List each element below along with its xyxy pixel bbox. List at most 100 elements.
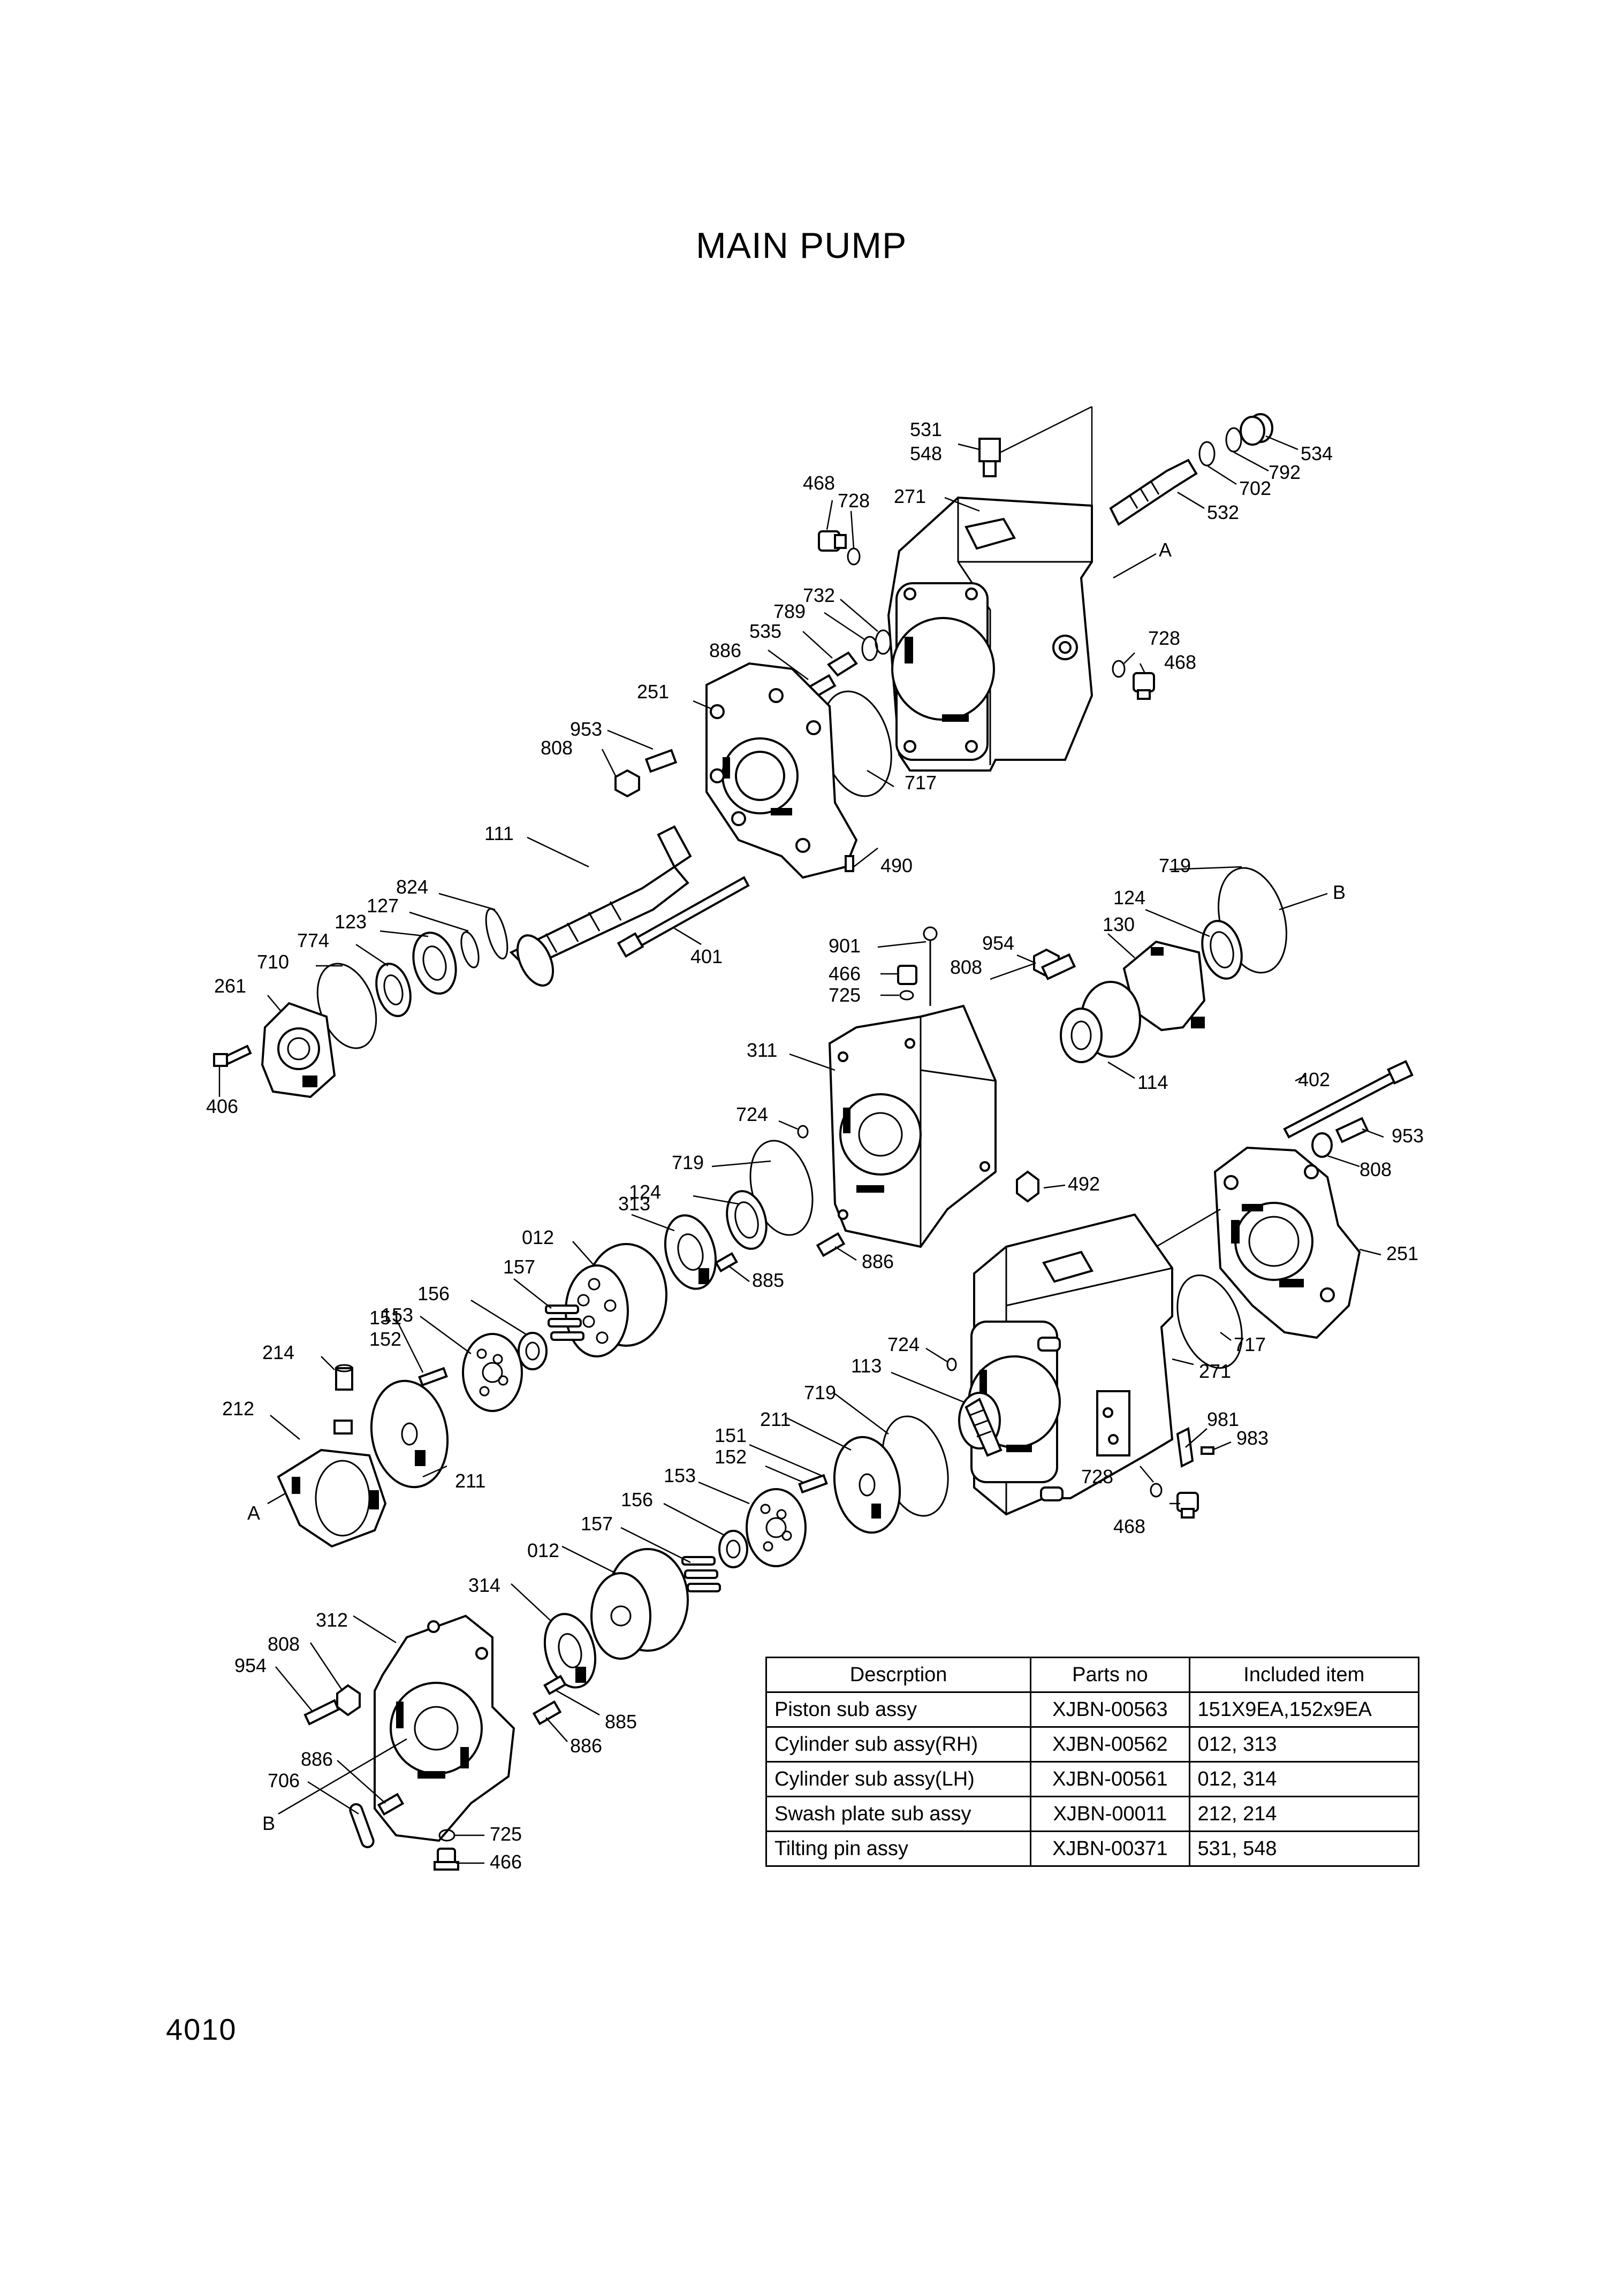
seal-cover-261: [261, 1002, 336, 1099]
callout: 402: [1298, 1069, 1330, 1090]
pin-151-152-mid: [418, 1367, 448, 1387]
bracket-981: [1176, 1427, 1194, 1468]
o-ring-724-lower: [946, 1357, 957, 1371]
page-number: 4010: [166, 2012, 237, 2046]
callout: 401: [690, 945, 723, 967]
eye-bolt-901: [923, 926, 938, 1006]
callout: 313: [618, 1193, 650, 1215]
o-ring-725-lower: [438, 1829, 455, 1842]
cell-included: 012, 314: [1188, 1761, 1420, 1797]
cell-description: Cylinder sub assy(RH): [765, 1726, 1032, 1763]
spool-532: [1109, 459, 1198, 526]
callout: 466: [490, 1851, 522, 1873]
callout: 468: [1113, 1515, 1145, 1537]
gear-114: [1060, 981, 1141, 1063]
cell-description: Piston sub assy: [765, 1691, 1032, 1728]
cell-included: 531, 548: [1188, 1830, 1420, 1867]
callout: 151: [369, 1307, 401, 1329]
callout: 732: [803, 584, 835, 606]
drive-shaft-111: [509, 825, 692, 987]
table-row: Piston sub assy XJBN-00563 151X9EA,152x9…: [765, 1691, 1420, 1728]
spacer-774: [375, 963, 412, 1017]
callout: 124: [1113, 887, 1145, 909]
plug-468-lower: [1176, 1492, 1199, 1519]
pin-885-lower: [543, 1674, 567, 1696]
callout: 271: [894, 485, 926, 507]
callout: 468: [1164, 651, 1196, 673]
swash-plate-211-mid: [370, 1379, 449, 1489]
callout: 728: [838, 490, 870, 512]
callout: 774: [297, 929, 329, 951]
o-ring-728-top: [847, 547, 861, 566]
callout: 152: [715, 1446, 747, 1468]
pin-490: [845, 855, 854, 872]
o-ring-725-mid: [899, 990, 914, 1001]
callout: 534: [1301, 443, 1333, 464]
callout: 719: [672, 1151, 704, 1173]
callout: 724: [736, 1103, 768, 1125]
stud-954-mid: [1041, 953, 1076, 980]
callout: 548: [910, 443, 942, 464]
tilting-pin-531-548: [978, 438, 1001, 477]
cell-description: Tilting pin assy: [765, 1830, 1032, 1867]
callout: 717: [905, 772, 937, 794]
bolt-401: [617, 876, 750, 958]
o-ring-706: [349, 1803, 375, 1849]
col-header-included-item: Included item: [1188, 1657, 1420, 1693]
callout: 130: [1103, 913, 1135, 935]
callout: 532: [1207, 501, 1239, 523]
callout: 468: [803, 472, 835, 494]
cell-description: Cylinder sub assy(LH): [765, 1761, 1032, 1797]
parts-table: Descrption Parts no Included item Piston…: [765, 1657, 1420, 1867]
table-header-row: Descrption Parts no Included item: [765, 1657, 1420, 1693]
callout: 251: [1386, 1242, 1418, 1264]
stud-953-top: [644, 749, 678, 773]
screw-983: [1201, 1446, 1214, 1455]
shoe-plate-153-lower: [746, 1488, 807, 1567]
callout: 808: [268, 1633, 300, 1655]
callout: A: [247, 1502, 260, 1524]
callout: 124: [629, 1181, 661, 1203]
callout: 114: [1137, 1071, 1168, 1093]
callout: 152: [369, 1328, 401, 1350]
spherical-bush-156-mid: [518, 1332, 548, 1370]
cylinder-block-012-lower: [590, 1548, 689, 1660]
cell-parts-no: XJBN-00563: [1030, 1691, 1190, 1728]
pin-886-lower-b: [377, 1792, 405, 1816]
callout: 886: [862, 1250, 894, 1272]
callout: 012: [522, 1226, 554, 1248]
callout: 886: [301, 1748, 333, 1770]
callout: 157: [503, 1256, 535, 1278]
callout: 725: [490, 1823, 522, 1845]
swash-support-212: [277, 1420, 387, 1548]
bolt-402: [1283, 1060, 1414, 1139]
port-block-312: [374, 1614, 515, 1842]
callout: 824: [396, 876, 428, 898]
callout: 153: [381, 1304, 413, 1326]
callout: 211: [760, 1408, 791, 1430]
bolt-406: [213, 1044, 252, 1067]
cell-parts-no: XJBN-00562: [1030, 1726, 1190, 1763]
callout: 885: [752, 1269, 784, 1291]
o-ring-728-lower: [1150, 1483, 1163, 1498]
callout: 706: [268, 1769, 300, 1791]
callout: A: [1159, 539, 1172, 561]
callout: 710: [257, 951, 289, 973]
valve-block-251-top: [705, 662, 858, 879]
callout: 983: [1236, 1427, 1269, 1449]
callout: 531: [910, 418, 942, 440]
pistons-157-lower: [681, 1556, 721, 1592]
callout: 719: [1159, 855, 1191, 876]
callout: 157: [581, 1513, 613, 1535]
valve-plate-313: [664, 1214, 717, 1290]
callout: 808: [541, 737, 573, 759]
spherical-bush-156-lower: [718, 1530, 748, 1568]
table-row: Swash plate sub assy XJBN-00011 212, 214: [765, 1796, 1420, 1832]
o-ring-724-mid: [797, 1125, 809, 1139]
callout: 901: [829, 935, 861, 957]
pump-casing-271-top: [887, 406, 1093, 772]
o-ring-702: [1198, 441, 1216, 467]
pin-886-mid: [816, 1232, 846, 1257]
valve-plate-314: [543, 1613, 597, 1689]
